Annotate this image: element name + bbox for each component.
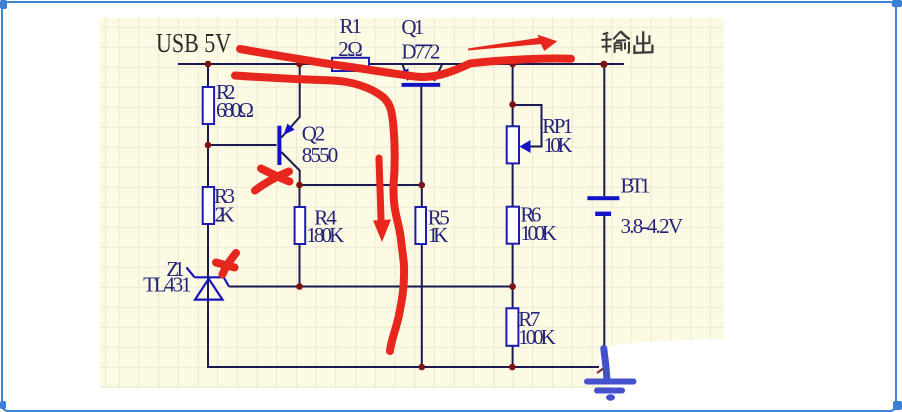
svg-text:100K: 100K [518, 325, 556, 349]
svg-text:R5: R5 [428, 206, 450, 230]
svg-text:R2: R2 [216, 80, 236, 104]
svg-text:Z1: Z1 [166, 257, 185, 281]
svg-text:3.8-4.2V: 3.8-4.2V [621, 214, 684, 238]
svg-text:2K: 2K [215, 203, 235, 227]
svg-text:TL431: TL431 [143, 273, 192, 297]
svg-text:R3: R3 [214, 184, 235, 208]
svg-text:Q2: Q2 [302, 122, 326, 146]
svg-text:680Ω: 680Ω [216, 98, 254, 122]
svg-text:8550: 8550 [302, 143, 339, 167]
svg-text:10K: 10K [544, 133, 573, 157]
svg-text:R7: R7 [518, 307, 540, 331]
svg-text:R1: R1 [340, 14, 363, 38]
svg-text:USB 5V: USB 5V [156, 29, 231, 59]
svg-text:D772: D772 [401, 39, 440, 63]
svg-text:R6: R6 [520, 203, 541, 227]
svg-text:100K: 100K [520, 221, 557, 245]
svg-text:RP1: RP1 [542, 114, 573, 138]
svg-text:R4: R4 [314, 206, 337, 230]
svg-text:2Ω: 2Ω [338, 37, 363, 61]
svg-text:BT1: BT1 [621, 174, 651, 198]
svg-text:1K: 1K [428, 223, 449, 247]
svg-text:Q1: Q1 [401, 15, 424, 39]
svg-text:180K: 180K [306, 223, 344, 247]
